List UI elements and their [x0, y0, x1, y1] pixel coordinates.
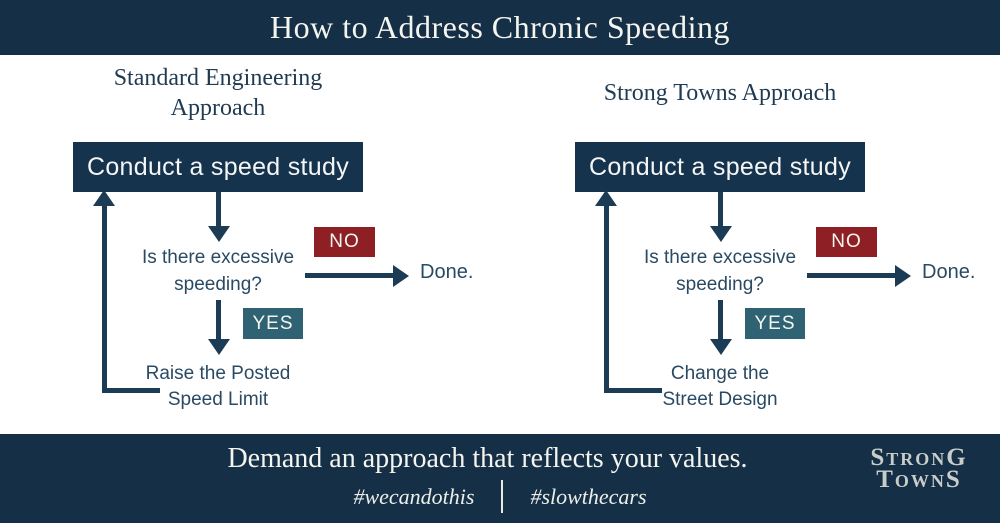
arrowhead-down-icon [208, 339, 230, 355]
flowchart-strong-towns: Strong Towns Approach Conduct a speed st… [502, 55, 1000, 435]
arrowhead-right-icon [393, 265, 409, 287]
arrow-question-to-action [718, 300, 723, 340]
yes-badge: YES [745, 308, 805, 339]
action-text: Raise the Posted Speed Limit [145, 363, 291, 410]
done-text: Done. [420, 261, 474, 283]
flowchart-standard-engineering: Standard Engineering Approach Conduct a … [0, 55, 500, 435]
no-badge: NO [816, 227, 877, 257]
arrowhead-up-icon [595, 190, 617, 206]
loopback-vertical-line [604, 205, 609, 393]
arrowhead-down-icon [208, 226, 230, 242]
loopback-vertical-line [102, 205, 107, 393]
yes-badge: YES [243, 308, 303, 339]
speed-study-box: Conduct a speed study [575, 142, 865, 192]
column-heading: Strong Towns Approach [603, 80, 837, 106]
arrow-question-to-action [216, 300, 221, 340]
column-heading: Standard Engineering Approach [113, 65, 323, 121]
footer-message: Demand an approach that reflects your va… [227, 443, 748, 474]
arrowhead-down-icon [710, 339, 732, 355]
hashtag-wecandothis: #wecandothis [353, 483, 475, 509]
arrowhead-down-icon [710, 226, 732, 242]
hashtag-row: #wecandothis #slowthecars [0, 480, 1000, 513]
no-badge: NO [314, 227, 375, 257]
arrow-box-to-question [718, 192, 723, 227]
title-bar: How to Address Chronic Speeding [0, 0, 1000, 55]
arrow-box-to-question [216, 192, 221, 227]
arrow-no-to-done [305, 273, 394, 278]
action-text: Change the Street Design [662, 363, 778, 410]
page-title: How to Address Chronic Speeding [270, 9, 730, 45]
hashtag-divider [501, 480, 504, 513]
footer-bar: Demand an approach that reflects your va… [0, 434, 1000, 523]
logo-line-strong: StronG [870, 444, 968, 471]
loopback-horizontal-line [604, 388, 662, 393]
arrow-no-to-done [807, 273, 896, 278]
speed-study-box: Conduct a speed study [73, 142, 363, 192]
logo-line-towns: TownS [876, 466, 962, 493]
strong-towns-logo: StronG TownS [854, 444, 984, 493]
arrowhead-right-icon [895, 265, 911, 287]
hashtag-slowthecars: #slowthecars [530, 483, 647, 509]
question-text: Is there excessive speeding? [141, 247, 295, 295]
question-text: Is there excessive speeding? [643, 247, 797, 295]
done-text: Done. [922, 261, 976, 283]
loopback-horizontal-line [102, 388, 160, 393]
arrowhead-up-icon [93, 190, 115, 206]
